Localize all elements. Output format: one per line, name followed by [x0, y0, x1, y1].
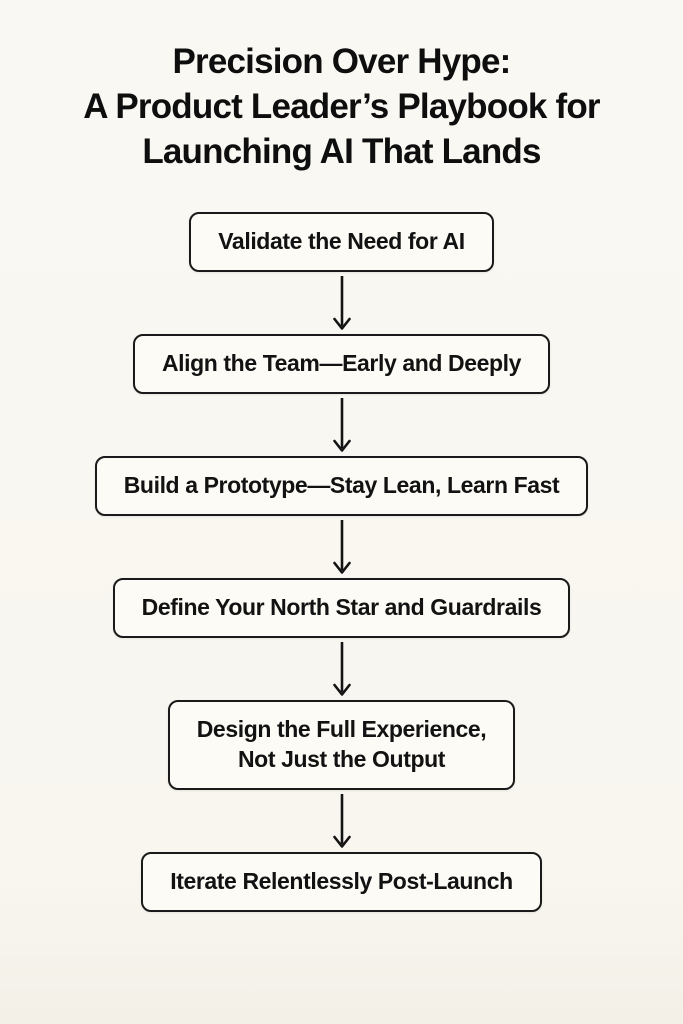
down-arrow-icon [332, 276, 351, 331]
flowchart: Validate the Need for AI Align the Team—… [94, 212, 589, 912]
flow-step-build-prototype: Build a Prototype—Stay Lean, Learn Fast [94, 456, 589, 517]
down-arrow-icon [332, 520, 351, 574]
flow-step-label: Align the Team—Early and Deeply [161, 350, 522, 377]
flow-step-design-full-experience: Design the Full Experience, Not Just the… [167, 699, 516, 790]
flow-step-label: Define Your North Star and Guardrails [141, 594, 542, 621]
flow-step-label: Iterate Relentlessly Post-Launch [170, 867, 513, 894]
title-line-3: Launching AI That Lands [142, 131, 541, 171]
title-line-2: A Product Leader’s Playbook for [83, 86, 600, 126]
page-title: Precision Over Hype: A Product Leader’s … [83, 40, 600, 174]
flow-step-align-team: Align the Team—Early and Deeply [132, 334, 551, 395]
flow-step-define-north-star: Define Your North Star and Guardrails [112, 578, 571, 638]
title-line-1: Precision Over Hype: [172, 42, 511, 81]
flow-step-validate-need: Validate the Need for AI [189, 212, 494, 273]
down-arrow-icon [332, 398, 351, 452]
flow-step-label: Design the Full Experience, Not Just the… [196, 715, 487, 772]
flow-step-iterate-post-launch: Iterate Relentlessly Post-Launch [141, 851, 542, 912]
down-arrow-icon [332, 641, 351, 696]
flow-step-label: Validate the Need for AI [218, 228, 465, 255]
down-arrow-icon [332, 793, 351, 848]
flow-step-label: Build a Prototype—Stay Lean, Learn Fast [123, 472, 560, 499]
